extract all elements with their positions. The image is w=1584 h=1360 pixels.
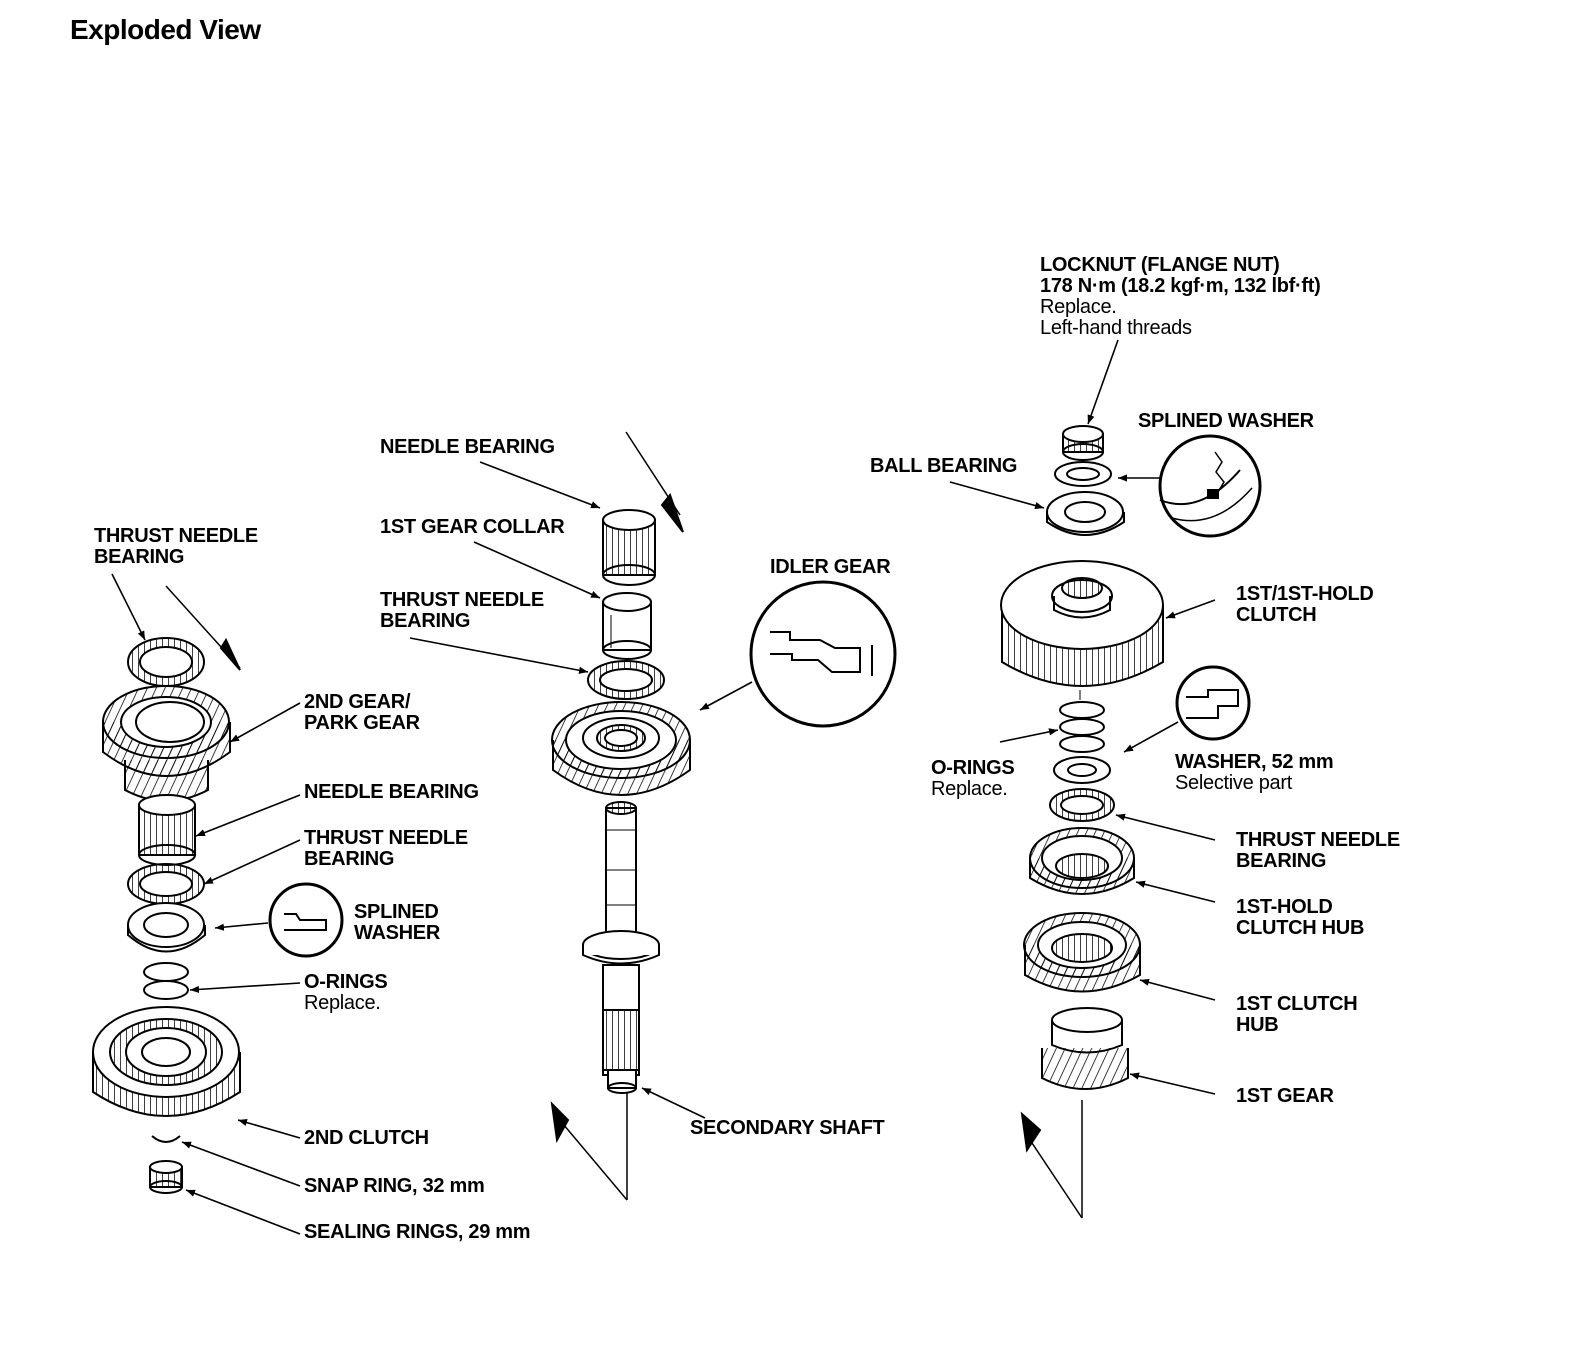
right-splined-washer-detail xyxy=(1158,434,1262,538)
left-needle-bearing-part xyxy=(138,794,196,866)
right-washer-52-detail xyxy=(1175,665,1251,741)
label-right-locknut: LOCKNUT (FLANGE NUT) 178 N·m (18.2 kgf·m… xyxy=(1040,254,1321,339)
label-left-splined-washer: SPLINED WASHER xyxy=(354,901,440,944)
label-right-first-clutch-hub: 1ST CLUTCH HUB xyxy=(1236,993,1358,1036)
right-leader-lines xyxy=(949,339,1216,1095)
label-right-first-hold-hub: 1ST-HOLD CLUTCH HUB xyxy=(1236,896,1365,939)
left-thrust-needle-bearing-top-part xyxy=(127,637,205,687)
left-splined-washer-detail xyxy=(268,882,344,958)
label-left-thrust-needle-bearing-mid: THRUST NEEDLE BEARING xyxy=(304,827,468,870)
left-splined-washer-part xyxy=(127,902,206,953)
page-title: Exploded View xyxy=(70,14,261,45)
center-assembly xyxy=(550,431,897,1201)
right-o-rings-part xyxy=(1059,701,1105,753)
center-first-gear-collar-part xyxy=(602,592,652,660)
label-center-secondary-shaft: SECONDARY SHAFT xyxy=(690,1117,885,1139)
label-right-thrust-needle-bearing: THRUST NEEDLE BEARING xyxy=(1236,829,1400,872)
left-second-clutch-part xyxy=(92,1006,241,1143)
label-left-sealing-rings: SEALING RINGS, 29 mm xyxy=(304,1221,531,1243)
label-right-o-rings: O-RINGS Replace. xyxy=(931,757,1015,800)
center-idler-gear-detail xyxy=(749,580,897,728)
left-leader-lines xyxy=(111,573,301,1235)
label-left-thrust-needle-bearing-top: THRUST NEEDLE BEARING xyxy=(94,525,258,568)
left-thrust-needle-bearing-mid-part xyxy=(127,863,205,905)
label-right-splined-washer: SPLINED WASHER xyxy=(1138,410,1314,432)
right-first-gear-part xyxy=(1041,1007,1129,1090)
left-second-gear-part xyxy=(102,685,231,802)
right-splined-washer-part xyxy=(1054,461,1112,487)
label-right-ball-bearing: BALL BEARING xyxy=(870,455,1018,477)
left-sealing-rings-part xyxy=(149,1160,183,1194)
label-left-second-clutch: 2ND CLUTCH xyxy=(304,1127,429,1149)
label-right-washer-52: WASHER, 52 mm Selective part xyxy=(1175,751,1334,794)
center-thrust-needle-bearing-part xyxy=(587,660,665,700)
right-assembly xyxy=(1000,425,1262,1219)
left-o-rings-part xyxy=(143,962,189,1000)
label-left-o-rings: O-RINGS Replace. xyxy=(304,971,388,1014)
label-left-second-gear-park-gear: 2ND GEAR/ PARK GEAR xyxy=(304,691,420,734)
right-first-clutch-hub-part xyxy=(1023,912,1141,993)
label-left-snap-ring: SNAP RING, 32 mm xyxy=(304,1175,485,1197)
left-assembly xyxy=(92,585,344,1194)
label-center-first-gear-collar: 1ST GEAR COLLAR xyxy=(380,516,565,538)
right-first-hold-hub-part xyxy=(1029,827,1135,895)
label-left-needle-bearing: NEEDLE BEARING xyxy=(304,781,479,803)
right-thrust-needle-bearing-part xyxy=(1049,788,1115,822)
right-first-hold-clutch-part xyxy=(1000,560,1164,700)
label-right-first-gear: 1ST GEAR xyxy=(1236,1085,1334,1107)
right-ball-bearing-part xyxy=(1046,491,1125,536)
center-needle-bearing-part xyxy=(602,509,656,586)
label-center-thrust-needle-bearing: THRUST NEEDLE BEARING xyxy=(380,589,544,632)
center-leader-lines xyxy=(409,461,753,1119)
right-locknut-part xyxy=(1062,425,1104,461)
label-center-needle-bearing: NEEDLE BEARING xyxy=(380,436,555,458)
center-idler-gear-part xyxy=(551,701,691,796)
label-right-first-hold-clutch: 1ST/1ST-HOLD CLUTCH xyxy=(1236,583,1374,626)
center-secondary-shaft-part xyxy=(582,801,660,1094)
right-washer-52-part xyxy=(1053,756,1111,784)
label-center-idler-gear: IDLER GEAR xyxy=(770,556,891,578)
